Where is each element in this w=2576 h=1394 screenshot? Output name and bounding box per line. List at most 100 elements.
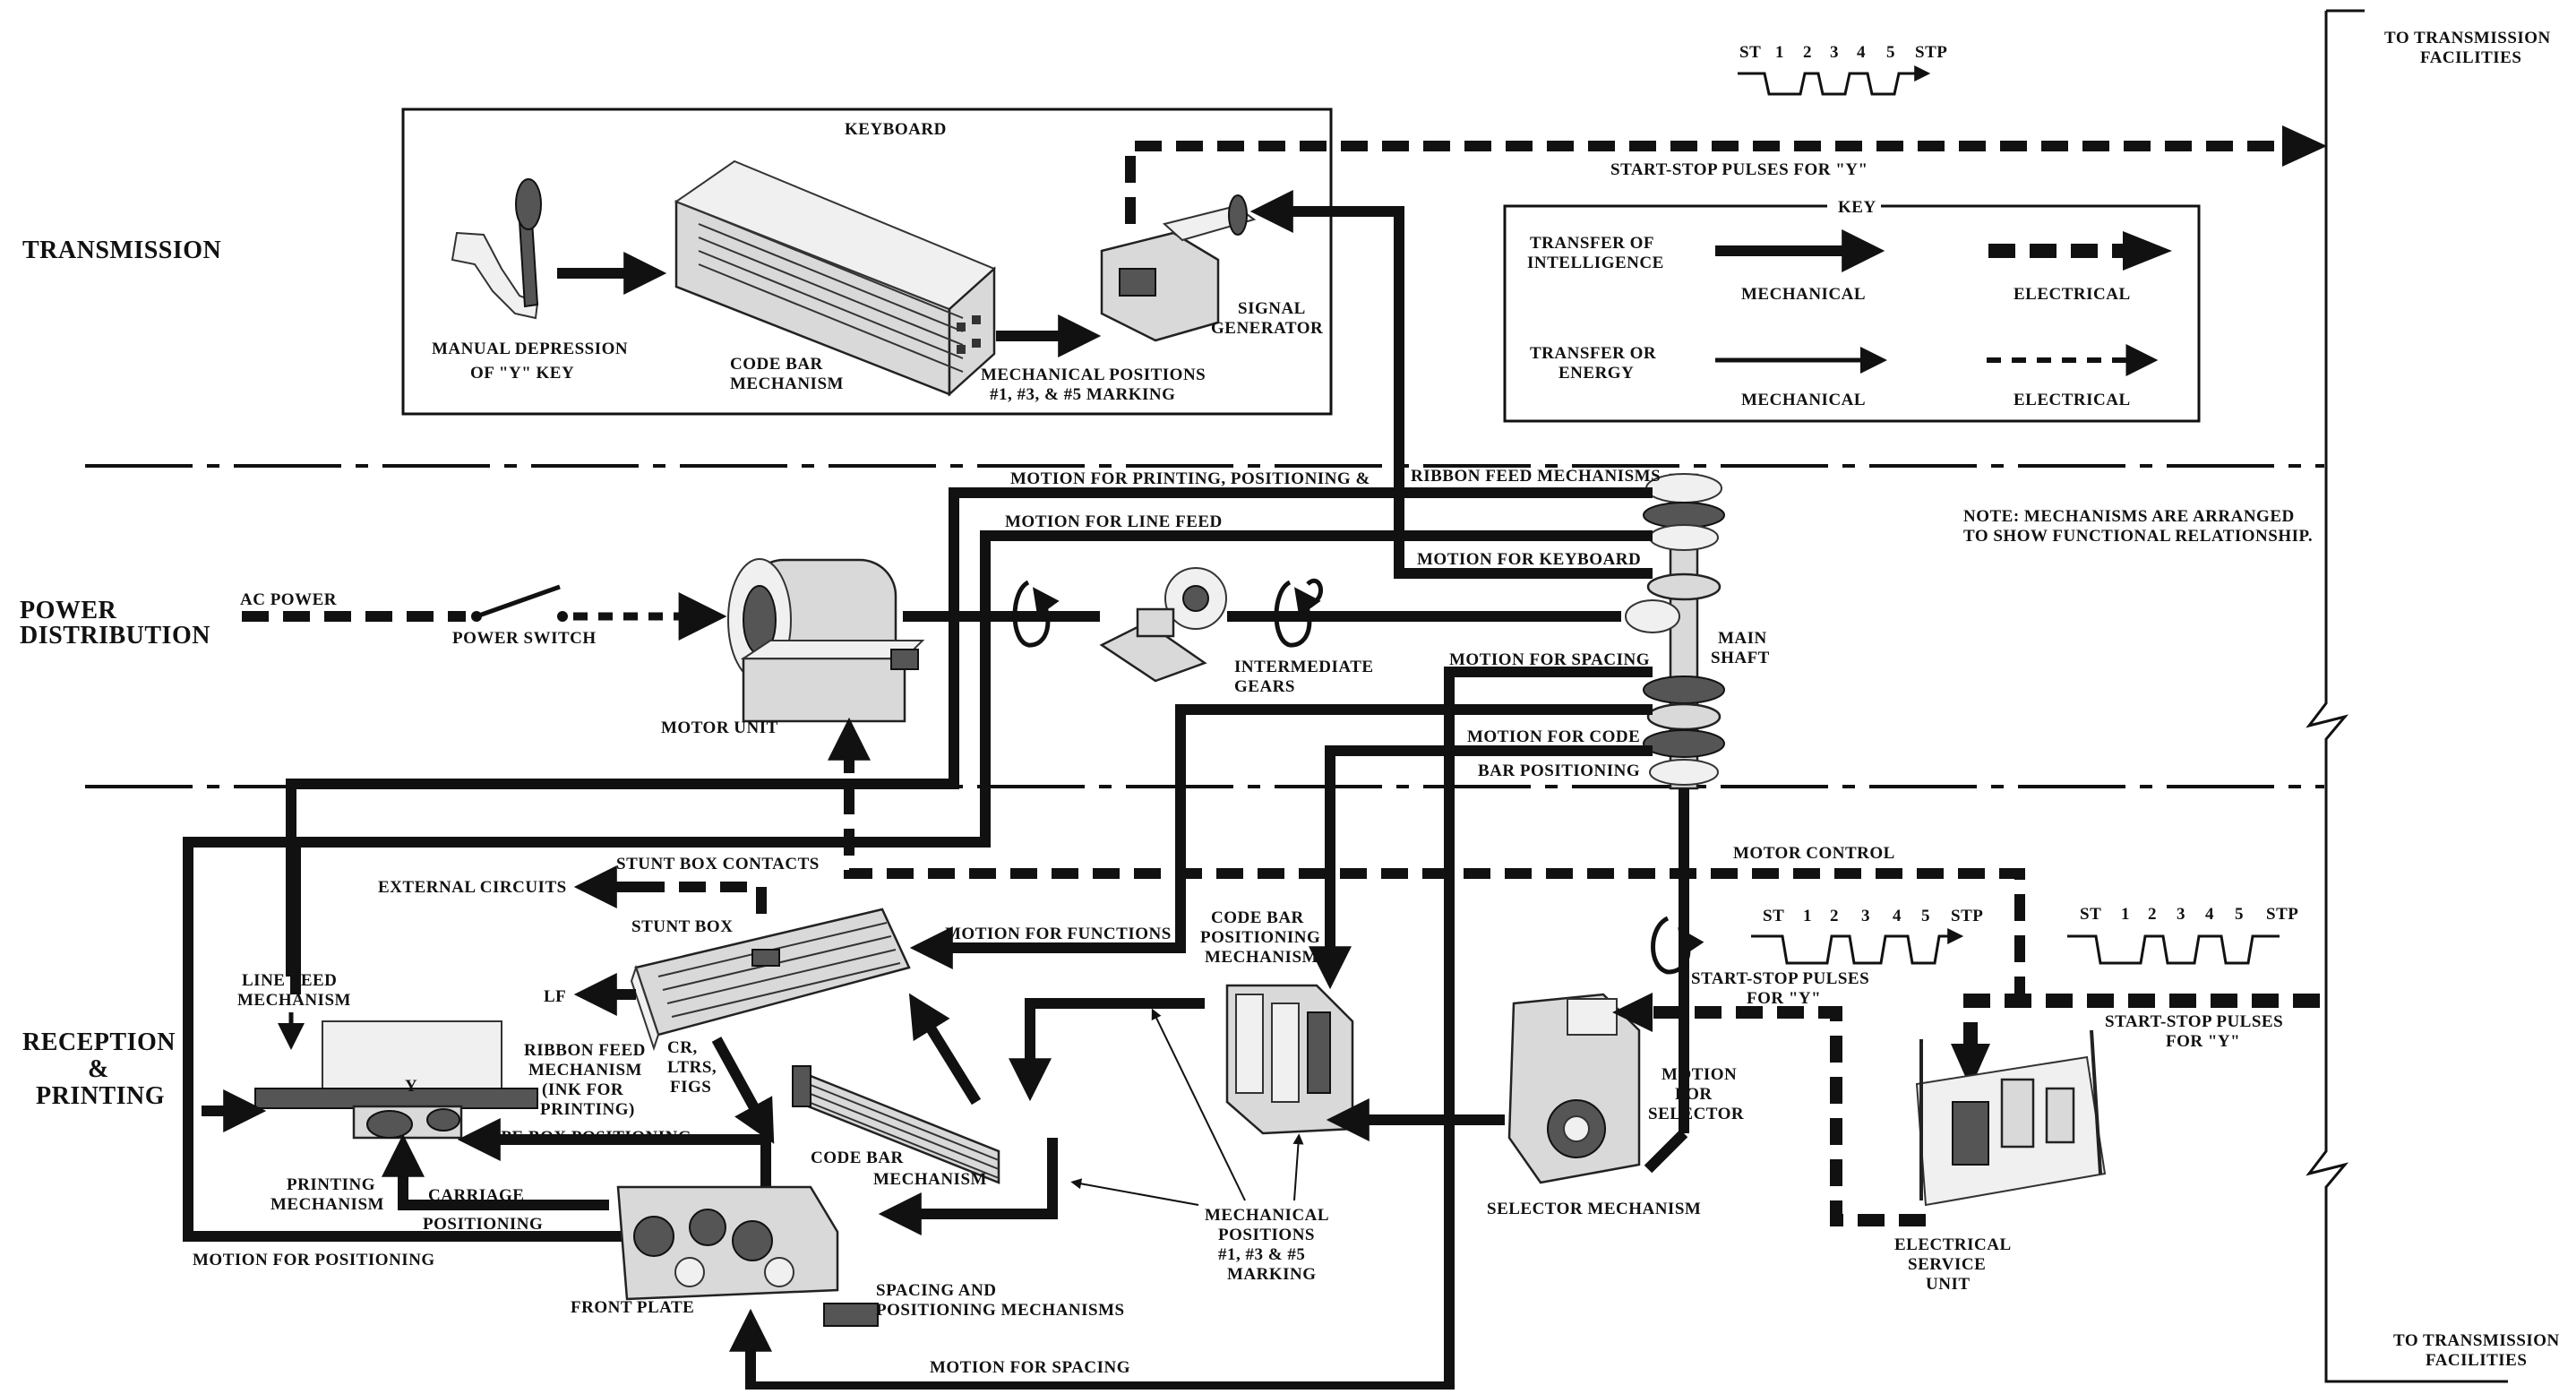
cr-line2: LTRS, bbox=[667, 1058, 717, 1077]
transmission-facilities-boundary bbox=[2306, 11, 2508, 1383]
lf-mech-line1: LINE FEED bbox=[242, 971, 337, 990]
y-mark: Y bbox=[405, 1077, 417, 1096]
motion-codebar-positioning-line bbox=[1309, 745, 1653, 990]
power-group: AC POWER POWER SWITCH MOTOR UNIT INTERME… bbox=[240, 473, 1769, 790]
pulse-top-st: ST bbox=[1739, 43, 1761, 62]
legend-electrical-2: ELECTRICAL bbox=[2014, 391, 2131, 409]
elec-esu-to-selector bbox=[1644, 1006, 1926, 1226]
main-shaft-icon bbox=[1625, 473, 1725, 790]
cr-line1: CR, bbox=[667, 1038, 698, 1057]
power-switch-blade bbox=[476, 584, 561, 619]
legend-row1-line1: TRANSFER OF bbox=[1530, 234, 1654, 253]
section-reception-line1: RECEPTION bbox=[22, 1028, 176, 1056]
arrow-codebar-to-stunt bbox=[908, 993, 982, 1106]
rotation-arrow-1 bbox=[1012, 580, 1060, 648]
section-reception-line3: PRINTING bbox=[36, 1082, 165, 1110]
arrow-cbpos-to-codebar bbox=[1009, 998, 1205, 1102]
pulse-top-5: 5 bbox=[1886, 43, 1895, 62]
intermediate-gears-line2: GEARS bbox=[1234, 677, 1295, 696]
pulses-mid-caption-line1: START-STOP PULSES bbox=[1691, 969, 1869, 988]
motion-keyboard-label: MOTION FOR KEYBOARD bbox=[1417, 550, 1641, 569]
mpos-line2: POSITIONS bbox=[1218, 1226, 1315, 1244]
carriage-positioning-line bbox=[382, 1133, 609, 1210]
legend-mechanical-1: MECHANICAL bbox=[1741, 285, 1866, 304]
motion-positioning-label: MOTION FOR POSITIONING bbox=[193, 1251, 435, 1269]
pulse-right-stp: STP bbox=[2266, 905, 2298, 924]
pulses-right-caption-line2: FOR "Y" bbox=[2166, 1032, 2240, 1051]
pulse-top-3: 3 bbox=[1830, 43, 1839, 62]
keyboard-title: KEYBOARD bbox=[845, 120, 947, 139]
main-shaft-line1: MAIN bbox=[1718, 629, 1767, 648]
pulse-top-2: 2 bbox=[1803, 43, 1812, 62]
ribbon-line2: MECHANISM bbox=[528, 1061, 642, 1080]
esu-line3: UNIT bbox=[1926, 1275, 1971, 1294]
pulses-mid-caption-line2: FOR "Y" bbox=[1747, 989, 1821, 1008]
mpos-line4: MARKING bbox=[1227, 1265, 1317, 1284]
selector-label: SELECTOR MECHANISM bbox=[1487, 1200, 1701, 1218]
reception-codebar-line2: MECHANISM bbox=[873, 1170, 987, 1189]
pulses-top: ST 1 2 3 4 5 STP bbox=[1738, 43, 1947, 96]
pulse-right-4: 4 bbox=[2205, 905, 2214, 924]
key-lever-icon bbox=[451, 178, 542, 320]
motion-functions-line bbox=[909, 704, 1653, 969]
motion-code-line2: BAR POSITIONING bbox=[1478, 762, 1640, 780]
ribbon-line1: RIBBON FEED bbox=[524, 1041, 646, 1060]
motor-unit-icon bbox=[727, 558, 925, 723]
pulse-right-2: 2 bbox=[2148, 905, 2157, 924]
external-circuits-label: EXTERNAL CIRCUITS bbox=[378, 878, 567, 897]
cbpos-line2: POSITIONING bbox=[1200, 928, 1320, 947]
motion-keyboard-line bbox=[1249, 190, 1653, 579]
motion-printing-label: MOTION FOR PRINTING, POSITIONING & bbox=[1010, 469, 1370, 488]
motion-positioning-line bbox=[183, 837, 627, 1242]
arrow-stunt-to-functions bbox=[711, 1037, 775, 1144]
motor-control-label: MOTOR CONTROL bbox=[1733, 844, 1895, 863]
mech-positions-line2: #1, #3, & #5 MARKING bbox=[990, 385, 1175, 404]
start-stop-pulses-top-caption: START-STOP PULSES FOR "Y" bbox=[1610, 160, 1868, 179]
pulse-mid-5: 5 bbox=[1921, 907, 1930, 925]
carriage-line1: CARRIAGE bbox=[428, 1186, 524, 1205]
facilities-bottom-line1: TO TRANSMISSION bbox=[2393, 1331, 2560, 1350]
manual-depression-line1: MANUAL DEPRESSION bbox=[432, 340, 628, 358]
signal-generator-icon bbox=[1100, 194, 1257, 342]
pulses-right: ST 1 2 3 4 5 STP bbox=[2067, 905, 2298, 965]
rotation-arrow-2 bbox=[1274, 580, 1321, 648]
type-box-positioning-label: TYPE BOX POSITIONING bbox=[477, 1128, 691, 1147]
section-power-line1: POWER bbox=[20, 597, 117, 624]
pulse-mid-2: 2 bbox=[1830, 907, 1839, 925]
printing-mechanism-icon bbox=[254, 1020, 538, 1140]
legend-row2-line1: TRANSFER OR bbox=[1530, 344, 1656, 363]
power-switch-label: POWER SWITCH bbox=[452, 629, 597, 648]
signal-generator-line1: SIGNAL bbox=[1238, 299, 1306, 318]
motion-spacing-line bbox=[729, 667, 1653, 1392]
stunt-box-label: STUNT BOX bbox=[631, 917, 733, 936]
motion-linefeed-label: MOTION FOR LINE FEED bbox=[1005, 512, 1223, 531]
stunt-box-contacts-line bbox=[631, 882, 767, 914]
pulse-mid-st: ST bbox=[1763, 907, 1784, 925]
pulse-mid-4: 4 bbox=[1893, 907, 1902, 925]
pulse-mid-1: 1 bbox=[1803, 907, 1812, 925]
motion-selector-line2: FOR bbox=[1675, 1085, 1713, 1104]
section-reception-line2: & bbox=[88, 1055, 109, 1083]
codebar-label-line2: MECHANISM bbox=[730, 374, 844, 393]
cr-line3: FIGS bbox=[670, 1078, 711, 1097]
elec-facilities-to-esu bbox=[1963, 994, 2320, 1053]
pulse-top-stp: STP bbox=[1915, 43, 1947, 62]
pulse-top-1: 1 bbox=[1775, 43, 1784, 62]
note-line2: TO SHOW FUNCTIONAL RELATIONSHIP. bbox=[1963, 527, 2313, 546]
pulse-right-st: ST bbox=[2080, 905, 2101, 924]
codebar-label-line1: CODE BAR bbox=[730, 355, 823, 374]
pulse-top-4: 4 bbox=[1857, 43, 1866, 62]
spacing-line1: SPACING AND bbox=[876, 1281, 996, 1300]
type-box-positioning-line bbox=[457, 1118, 771, 1192]
section-power-line2: DISTRIBUTION bbox=[20, 622, 210, 650]
cbpos-line1: CODE BAR bbox=[1211, 908, 1304, 927]
mpos-line3: #1, #3 & #5 bbox=[1218, 1245, 1305, 1264]
ribbon-line3: (INK FOR bbox=[542, 1080, 623, 1099]
legend-electrical-1: ELECTRICAL bbox=[2014, 285, 2131, 304]
selector-mechanism-icon bbox=[1507, 993, 1641, 1184]
keyboard-box bbox=[401, 108, 1333, 416]
motion-lines: MOTION FOR KEYBOARD MOTION FOR PRINTING,… bbox=[183, 190, 1744, 1392]
pulse-right-3: 3 bbox=[2177, 905, 2185, 924]
reception-group: EXTERNAL CIRCUITS STUNT BOX CONTACTS STU… bbox=[202, 855, 2320, 1327]
